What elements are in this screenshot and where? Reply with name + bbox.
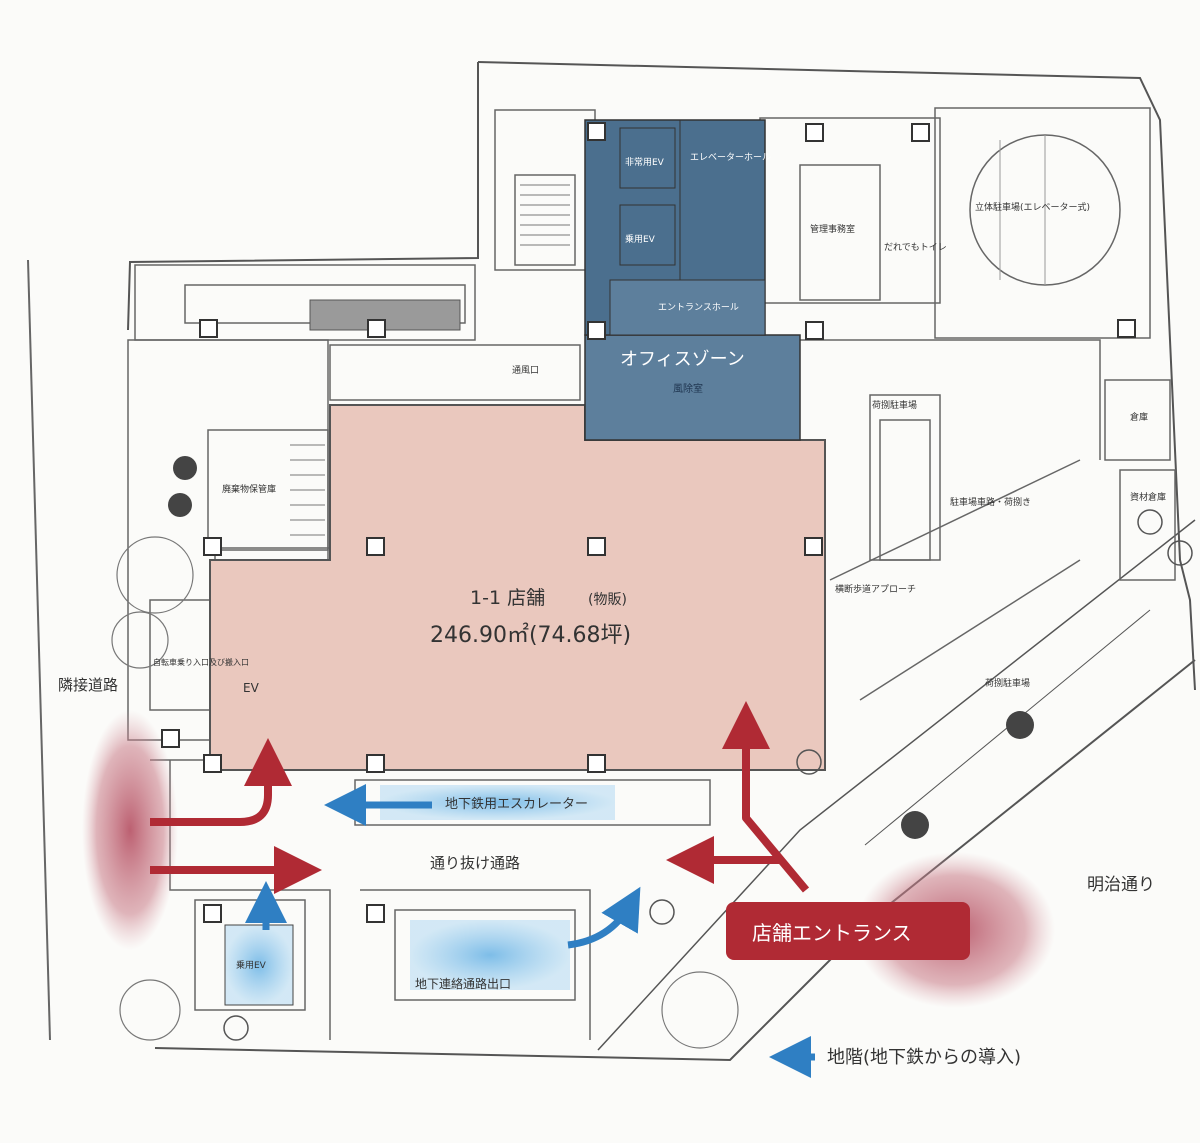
adjacent-road-line [27,259,51,1041]
store-entrance-label: 店舗エントランス [752,921,912,945]
ev-lower-label: 乗用EV [236,959,267,971]
office-vestibule: 風除室 [673,382,703,395]
ev-emergency-label: 非常用EV [625,156,665,168]
store-name: 1-1 店舗 [470,587,545,609]
subway-arrows [245,784,815,1078]
office-zone-title: オフィスゾーン [620,349,745,370]
right-up-arrow [722,701,810,893]
store-area: 246.90㎡(74.68坪) [430,622,631,648]
underground-exit-glow [410,920,570,990]
manager-room-label: 管理事務室 [810,223,855,235]
parking-approach-label: 横断歩道アプローチ [835,583,916,595]
lower-ev-glow [224,924,294,1006]
structural-columns [161,122,1136,923]
bike-parking-label: 荷捌駐車場 [985,677,1030,689]
meiji-dori-label: 明治通り [1087,875,1155,895]
adjacent-road-label: 隣接道路 [58,676,118,694]
elevator-hall-label: エレベーターホール [690,152,771,163]
waste-storage-label: 廃棄物保管庫 [222,483,276,495]
left-entrance-glow [82,710,178,950]
left-upper-arrow [150,738,292,826]
ventilation-label: 通風口 [512,365,539,376]
toilet-label: だれでもトイレ [884,242,947,253]
subway-escalator-label: 地下鉄用エスカレーター [445,797,588,812]
ev-passenger-label: 乗用EV [625,233,656,245]
parking-driveway-label: 駐車場車路・荷捌き [950,496,1031,508]
loading-parking-label: 荷捌駐車場 [872,399,917,411]
underground-exit-arrow [567,886,641,949]
legend-basement-label: 地階(地下鉄からの導入) [827,1047,1021,1068]
materials-storage-label: 資材倉庫 [1130,491,1166,503]
labels: 1-1 店舗 (物販) 246.90㎡(74.68坪) オフィスゾーン 風除室 … [58,152,1166,1068]
through-passage-label: 通り抜け通路 [430,854,520,872]
parking-tower-label: 立体駐車場(エレベーター式) [975,201,1090,213]
office-zone [584,119,801,441]
tree-outlines [111,536,739,1049]
entrance-hall-label: エントランスホール [658,302,739,313]
round-fixtures [223,509,1193,1041]
store-entrance-arrows [150,701,810,894]
store-name-sub: (物販) [588,592,627,608]
underground-exit-label: 地下連絡通路出口 [415,976,511,991]
store-entrance-badge [726,902,970,960]
ev-small-label: EV [243,681,260,695]
trees [168,456,1034,839]
bicycle-entrance-label: 自転車乗り入口及び搬入口 [153,657,249,667]
warehouse-label: 倉庫 [1130,411,1148,423]
